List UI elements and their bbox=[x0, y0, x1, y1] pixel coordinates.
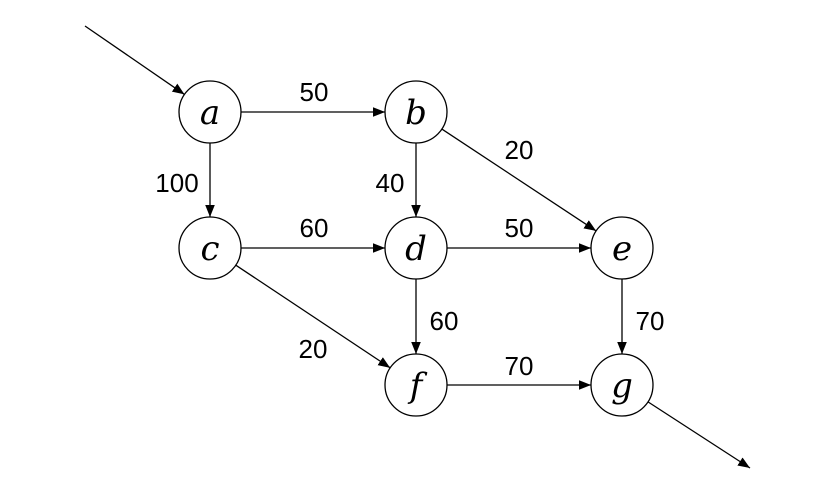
edge-b-e bbox=[441, 128, 597, 232]
entry-arrow bbox=[84, 25, 185, 95]
node-label-a: a bbox=[200, 93, 220, 133]
node-circle bbox=[178, 216, 242, 280]
edge-weight-f-g: 70 bbox=[505, 351, 534, 381]
node-circle bbox=[384, 216, 448, 280]
edges-layer: 50 100 40 20 60 20 50 60 70 70 bbox=[84, 25, 751, 469]
node-label-c: c bbox=[200, 229, 219, 269]
edge-weight-d-e: 50 bbox=[505, 213, 534, 243]
node-label-g: g bbox=[611, 366, 633, 406]
node-circle bbox=[384, 353, 448, 417]
edge-weight-a-c: 100 bbox=[155, 168, 198, 198]
exit-arrow bbox=[647, 401, 751, 469]
node-circle bbox=[178, 80, 242, 144]
edge-weight-a-b: 50 bbox=[300, 77, 329, 107]
edge-weight-b-e: 20 bbox=[505, 135, 534, 165]
edge-weight-c-f: 20 bbox=[299, 334, 328, 364]
nodes-layer: a b c d e f g bbox=[178, 80, 654, 417]
node-circle bbox=[590, 353, 654, 417]
edge-weight-c-d: 60 bbox=[300, 213, 329, 243]
edge-weight-b-d: 40 bbox=[376, 168, 405, 198]
edge-weight-e-g: 70 bbox=[636, 306, 665, 336]
node-f: f bbox=[384, 353, 448, 417]
node-circle bbox=[590, 216, 654, 280]
node-a: a bbox=[178, 80, 242, 144]
node-e: e bbox=[590, 216, 654, 280]
node-g: g bbox=[590, 353, 654, 417]
edge-weight-d-f: 60 bbox=[430, 306, 459, 336]
node-d: d bbox=[384, 216, 448, 280]
edge-c-f bbox=[235, 264, 391, 369]
node-c: c bbox=[178, 216, 242, 280]
node-label-d: d bbox=[405, 229, 427, 269]
node-label-e: e bbox=[612, 229, 632, 269]
node-b: b bbox=[384, 80, 448, 144]
node-label-b: b bbox=[405, 93, 427, 133]
node-circle bbox=[384, 80, 448, 144]
